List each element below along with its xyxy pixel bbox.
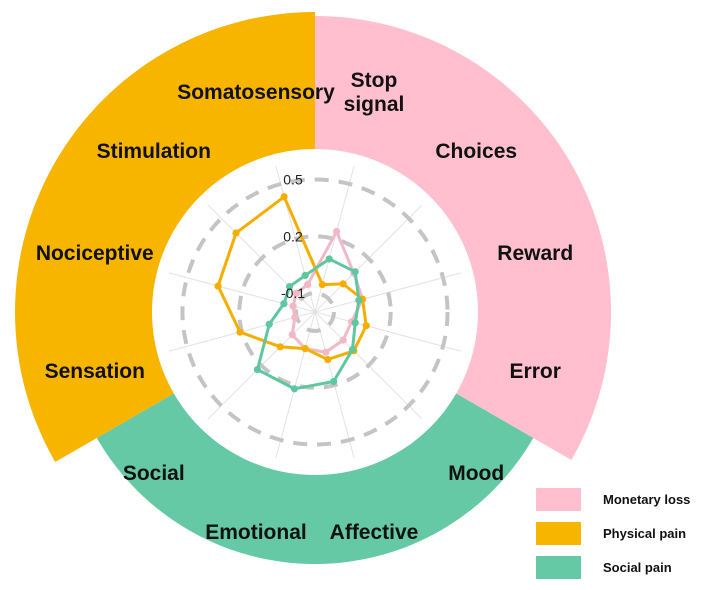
data-point — [253, 365, 262, 374]
sector-band — [96, 393, 534, 564]
data-point — [351, 268, 359, 276]
grid-circle — [294, 291, 336, 333]
tick-label: 0.2 — [283, 228, 303, 244]
data-point — [339, 336, 347, 344]
tick-label: 0.5 — [283, 171, 303, 187]
legend-item-physical-pain: Physical pain — [536, 522, 690, 545]
data-point — [265, 320, 273, 328]
legend-label: Monetary loss — [603, 492, 691, 507]
data-point — [280, 300, 288, 308]
data-point — [301, 344, 309, 353]
grid-circle — [237, 234, 393, 390]
sector-label: Stimulation — [97, 140, 211, 163]
sector-label: Affective — [330, 521, 419, 544]
legend: Monetary loss Physical pain Social pain — [536, 488, 690, 590]
data-point — [214, 282, 222, 290]
legend-swatch-monetary-loss — [536, 488, 581, 511]
data-point — [289, 302, 297, 310]
data-point — [232, 229, 240, 237]
data-point — [348, 345, 357, 354]
data-point — [236, 328, 244, 336]
grid-spoke — [314, 311, 461, 352]
data-point — [339, 280, 347, 288]
data-point — [318, 280, 326, 289]
legend-item-monetary-loss: Monetary loss — [536, 488, 690, 511]
sector-ring — [14, 12, 611, 564]
sector-band — [315, 16, 611, 460]
sector-label: Emotional — [205, 521, 307, 544]
legend-swatch-social-pain — [536, 556, 581, 579]
data-point — [291, 313, 299, 321]
sector-label: Sensation — [45, 360, 145, 383]
data-point — [292, 289, 300, 297]
data-point — [324, 355, 332, 364]
sector-label: Nociceptive — [36, 242, 154, 265]
grid-spoke — [314, 272, 461, 313]
data-point — [276, 343, 284, 351]
data-point — [304, 280, 312, 289]
sector-label: Social — [123, 462, 185, 485]
data-point — [355, 296, 363, 304]
tick-label: -0.1 — [281, 285, 305, 301]
sector-label: Reward — [497, 242, 573, 265]
data-point — [301, 271, 309, 280]
sector-label: Mood — [448, 462, 504, 485]
data-point — [322, 348, 330, 356]
data-point — [362, 322, 370, 330]
sector-label: Somatosensory — [177, 81, 335, 104]
legend-label: Social pain — [603, 560, 672, 575]
sector-label: Error — [510, 360, 561, 383]
radar-series — [214, 193, 370, 393]
data-point — [330, 377, 338, 386]
data-point — [288, 331, 296, 339]
data-point — [325, 255, 333, 263]
sector-label: Choices — [435, 140, 517, 163]
radar-grid — [169, 166, 461, 458]
grid-spoke — [275, 311, 316, 458]
legend-label: Physical pain — [603, 526, 687, 541]
grid-circle — [180, 177, 450, 447]
sector-band — [14, 12, 315, 462]
data-point — [280, 193, 288, 201]
data-point — [351, 319, 359, 327]
legend-item-social-pain: Social pain — [536, 556, 690, 579]
data-point — [290, 385, 299, 393]
legend-swatch-physical-pain — [536, 522, 581, 545]
radial-tick-labels: 0.5 0.2 -0.1 — [281, 171, 305, 301]
data-point — [285, 282, 294, 291]
data-point — [332, 227, 341, 236]
